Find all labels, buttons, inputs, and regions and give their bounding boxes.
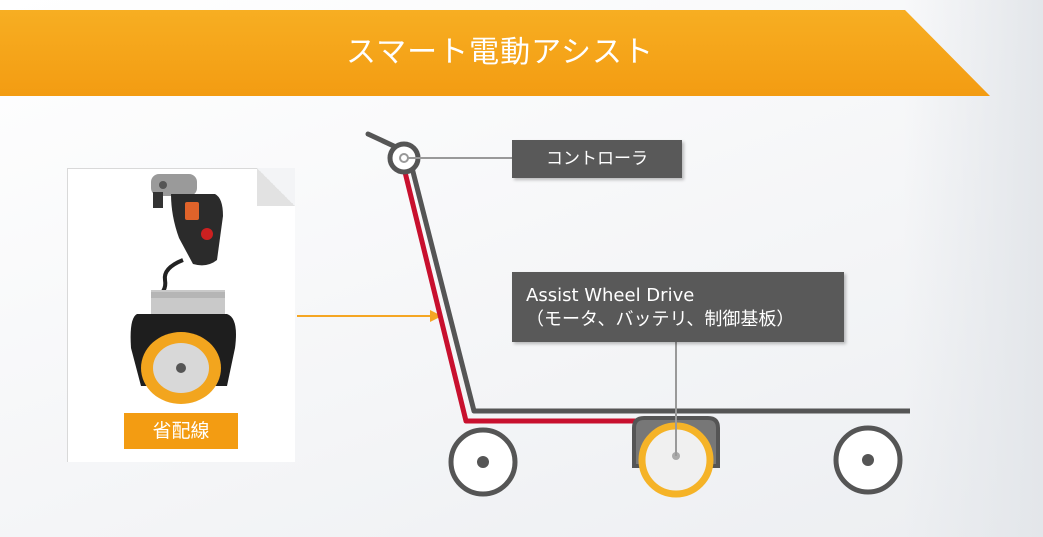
product-tag: 省配線 <box>124 413 238 449</box>
drive-callout: Assist Wheel Drive （モータ、バッテリ、制御基板） <box>512 272 844 342</box>
drive-callout-title: Assist Wheel Drive <box>526 285 695 306</box>
controller-callout: コントローラ <box>512 140 682 178</box>
product-image <box>130 174 236 404</box>
assist-wheel-icon <box>130 290 236 404</box>
pointer-arrow <box>297 310 442 322</box>
controller-handle-icon <box>151 174 223 300</box>
cart-wheel-icon <box>448 427 518 497</box>
page-title: スマート電動アシスト <box>346 35 654 70</box>
cart-frame <box>407 159 910 414</box>
cart-handle <box>365 131 401 151</box>
title-banner <box>0 10 990 96</box>
controller-wire <box>401 167 648 424</box>
cart-wheel-icon <box>833 425 903 495</box>
drive-callout-subtitle: （モータ、バッテリ、制御基板） <box>526 309 795 330</box>
card-folded-corner <box>257 168 295 206</box>
